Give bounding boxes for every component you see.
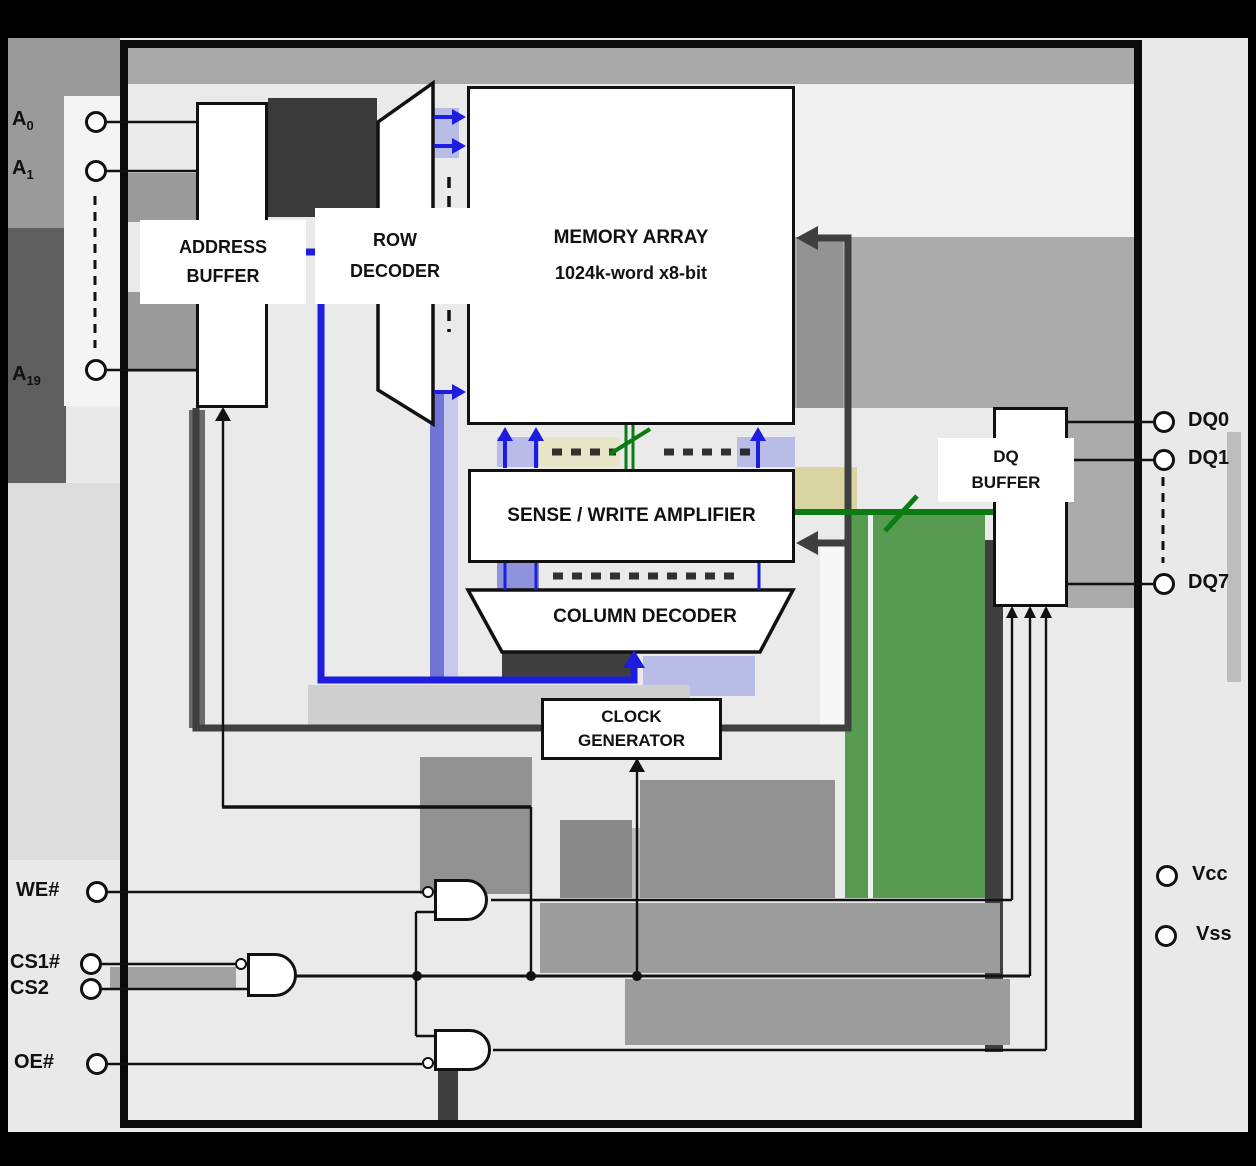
pin-dq1 (1153, 449, 1175, 471)
memory-array-title: MEMORY ARRAY (553, 227, 709, 248)
bg-panel (1067, 408, 1137, 608)
pin-vcc (1156, 865, 1178, 887)
we-gate-inverter-bubble (422, 886, 434, 898)
arrow-into-sense-amp (796, 531, 818, 555)
arrow-into-clock-generator (629, 758, 645, 772)
oe-gate-inverter-bubble (422, 1057, 434, 1069)
pin-oe (86, 1053, 108, 1075)
pin-label-dq1: DQ1 (1188, 447, 1230, 469)
image-margin-top (0, 0, 1256, 38)
bg-panel (868, 515, 873, 898)
pin-label-a0: A0 (12, 108, 34, 133)
junction-dot (412, 971, 422, 981)
bg-panel (502, 653, 633, 680)
clock-generator-line1: CLOCK (601, 707, 662, 726)
cs1-gate-inverter-bubble (235, 958, 247, 970)
dq-buffer-label: DQ BUFFER (938, 438, 1074, 502)
bg-panel (268, 98, 377, 217)
pin-label-dq0: DQ0 (1188, 409, 1230, 431)
bg-panel (1227, 432, 1241, 682)
bg-panel (128, 48, 1141, 84)
pin-a0 (85, 111, 107, 133)
bg-panel (110, 967, 236, 988)
arrow-into-address-buffer (215, 407, 231, 421)
pin-a19 (85, 359, 107, 381)
pin-vss (1155, 925, 1177, 947)
oe-and-gate (434, 1029, 491, 1071)
bg-panel (795, 237, 1137, 408)
sense-amp-label: SENSE / WRITE AMPLIFIER (507, 505, 756, 526)
pin-label-a19: A19 (12, 363, 41, 388)
pin-we (86, 881, 108, 903)
block-dq-buffer (993, 407, 1068, 607)
bg-panel (797, 237, 843, 408)
pin-label-vss: Vss (1196, 923, 1232, 945)
block-sense-write-amplifier: SENSE / WRITE AMPLIFIER (468, 469, 795, 563)
memory-array-size: 1024k-word x8-bit (554, 263, 708, 283)
arrow-into-dq-buffer (1040, 606, 1052, 618)
pin-cs2 (80, 978, 102, 1000)
column-decoder-shape (465, 588, 796, 654)
image-margin-right (1248, 0, 1256, 1166)
bg-panel (640, 780, 835, 898)
arrow-into-dq-buffer (1006, 606, 1018, 618)
data-bus (608, 425, 993, 533)
pin-dq7 (1153, 573, 1175, 595)
address-buffer-label: ADDRESS BUFFER (140, 220, 306, 304)
block-memory-array: MEMORY ARRAY 1024k-word x8-bit (467, 86, 795, 425)
bg-panel (795, 85, 1137, 237)
pin-label-dq7: DQ7 (1188, 571, 1230, 593)
bg-panel (128, 173, 196, 222)
bg-panel (560, 820, 632, 898)
bg-panel (444, 392, 458, 683)
bg-panel (420, 757, 532, 894)
bg-panel (430, 392, 444, 683)
bg-panel (820, 545, 846, 730)
pin-label-a1: A1 (12, 157, 34, 182)
pin-label-we: WE# (16, 879, 60, 901)
bg-panel (438, 1068, 458, 1123)
pin-cs1 (80, 953, 102, 975)
pin-label-vcc: Vcc (1192, 863, 1228, 885)
arrow-into-dq-buffer (1024, 606, 1036, 618)
image-margin-left (0, 0, 8, 1166)
junction-dot (526, 971, 536, 981)
we-and-gate (434, 879, 488, 921)
pin-label-oe: OE# (14, 1051, 55, 1073)
bg-panel (64, 96, 120, 406)
pin-a1 (85, 160, 107, 182)
junction-dot (632, 971, 642, 981)
row-decoder-label: ROW DECODER (315, 208, 475, 304)
cs-and-gate (247, 953, 297, 997)
block-clock-generator: CLOCK GENERATOR (541, 698, 722, 760)
bg-panel (625, 979, 1010, 1045)
control-wires (102, 120, 1154, 1066)
image-margin-bottom (0, 1132, 1256, 1166)
arrow-into-memory-array (796, 226, 818, 250)
pin-label-cs2: CS2 (10, 977, 49, 999)
pin-label-cs1: CS1# (10, 951, 61, 973)
clock-generator-line2: GENERATOR (577, 731, 686, 750)
bg-panel (128, 292, 196, 372)
column-decoder-label: COLUMN DECODER (553, 606, 737, 627)
bg-panel (8, 483, 120, 860)
bg-panel (540, 903, 1000, 973)
bg-panel (8, 228, 66, 483)
pin-dq0 (1153, 411, 1175, 433)
